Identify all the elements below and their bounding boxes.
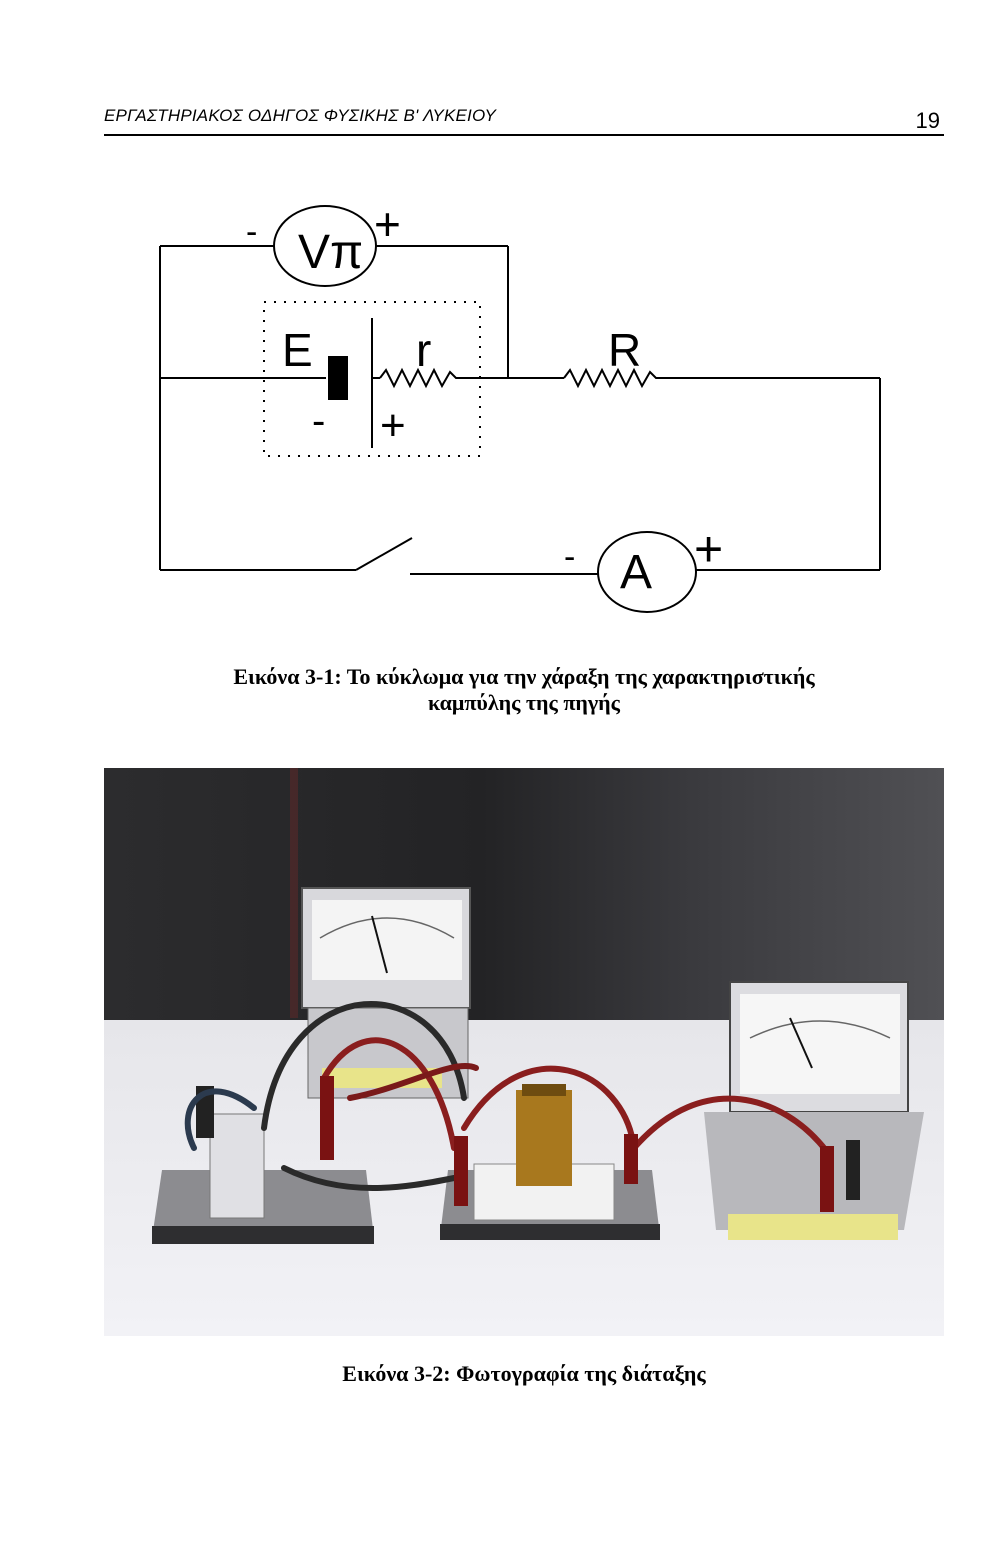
emf-label: E <box>282 324 313 376</box>
voltmeter-minus-label: - <box>246 213 257 251</box>
apparatus-photo <box>104 768 944 1336</box>
photo-plugs <box>320 1076 860 1212</box>
cell-negative-plate <box>328 356 348 400</box>
internal-resistor-zigzag <box>379 367 508 389</box>
switch-blade <box>355 537 413 571</box>
voltmeter-symbol <box>273 205 377 287</box>
page-header: ΕΡΓΑΣΤΗΡΙΑΚΟΣ ΟΔΗΓΟΣ ΦΥΣΙΚΗΣ Β' ΛΥΚΕΙΟΥ … <box>104 102 944 136</box>
ammeter-plus-label: + <box>694 521 723 577</box>
figure-caption-1-line-1: Εικόνα 3-1: Το κύκλωμα για την χάραξη τη… <box>233 664 815 689</box>
source-minus-label: - <box>312 399 325 443</box>
ammeter-symbol <box>597 531 697 613</box>
voltmeter-plus-label: + <box>374 198 401 250</box>
figure-caption-1: Εικόνα 3-1: Το κύκλωμα για την χάραξη τη… <box>104 664 944 716</box>
source-plus-label: + <box>380 401 406 450</box>
internal-resistance-label: r <box>416 324 431 376</box>
voltmeter-label: Vπ <box>298 226 363 279</box>
ammeter-minus-label: - <box>564 538 575 576</box>
ammeter-label: A <box>620 546 652 599</box>
photo-red-cable-background <box>290 768 298 1018</box>
circuit-diagram: - Vπ + E r - + R - A + <box>140 196 900 626</box>
photo-rheostat <box>440 1084 660 1240</box>
page-number: 19 <box>915 108 940 133</box>
figure-caption-1-line-2: καμπύλης της πηγής <box>428 690 620 715</box>
header-title: ΕΡΓΑΣΤΗΡΙΑΚΟΣ ΟΔΗΓΟΣ ΦΥΣΙΚΗΣ Β' ΛΥΚΕΙΟΥ <box>104 106 496 125</box>
photo-voltmeter <box>301 887 471 1099</box>
resistor-zigzag <box>563 367 880 389</box>
resistor-label: R <box>608 324 641 376</box>
figure-caption-2: Εικόνα 3-2: Φωτογραφία της διάταξης <box>342 1361 706 1386</box>
photo-cables <box>184 1001 827 1191</box>
photo-ammeter <box>704 981 924 1240</box>
